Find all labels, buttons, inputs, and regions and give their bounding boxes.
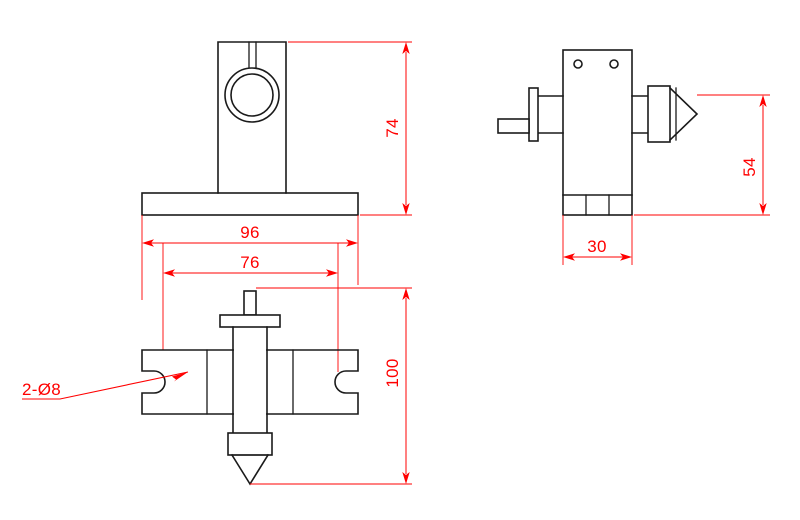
bottom-right-wing [266,349,359,415]
dim-96-arrow-right [346,239,358,247]
dim-96-arrow-left [142,239,154,247]
dim-54-arrow-bottom [759,203,767,215]
front-bore-inner-circle [230,73,274,117]
dimension-74: 74 [288,41,412,216]
bottom-top-pin [243,290,257,316]
side-right-shaft [631,95,649,134]
dim-96-text: 96 [240,223,260,242]
dimension-76: 76 [162,243,339,372]
bottom-view-geometry [141,290,359,486]
leader-line-holes [22,371,189,400]
dim-30-arrow-right [620,253,632,261]
dim-76-arrow-left [163,269,175,277]
dim-54-arrow-top [759,95,767,107]
dim-74-arrow-top [402,42,410,54]
dim-76-arrow-right [326,269,338,277]
leader-arrow-holes [172,372,188,382]
side-hole-right [609,59,619,69]
front-base-plate [141,192,359,216]
front-view-geometry [141,41,359,216]
dimension-96: 96 [141,215,359,300]
dimension-54: 54 [634,94,770,216]
dimension-100: 100 [250,287,412,485]
note-2-dia-8-text: 2-Ø8 [22,380,61,399]
side-handle-tab [497,118,530,134]
dim-76-text: 76 [240,253,260,272]
side-left-shaft [537,95,564,134]
bottom-rib-lines [206,349,294,415]
bottom-neck-sides [232,326,268,351]
bottom-flange-plate [219,314,281,328]
dim-30-arrow-left [563,253,575,261]
bottom-cone-tip [230,453,270,486]
side-bottom-band-dividers [585,194,610,216]
bottom-collar [227,432,273,456]
bottom-central-body-edges [232,349,268,415]
bottom-lower-shaft [232,413,268,434]
side-handle-bar [528,87,539,142]
dim-100-arrow-bottom [402,472,410,484]
bottom-left-wing [141,349,234,415]
annotation-2-dia-8: 2-Ø8 [22,371,189,400]
side-cone-tip [668,86,699,142]
side-main-body [562,49,633,216]
dim-74-arrow-bottom [402,203,410,215]
dim-30-text: 30 [587,237,607,256]
side-hole-left [573,59,583,69]
dim-100-text: 100 [383,358,402,387]
dim-54-text: 54 [740,157,759,177]
dim-74-text: 74 [383,118,402,138]
dimension-30: 30 [562,215,633,265]
front-column [217,41,287,194]
dim-100-arrow-top [402,288,410,300]
side-collar [647,85,671,143]
side-view-geometry [497,49,699,216]
